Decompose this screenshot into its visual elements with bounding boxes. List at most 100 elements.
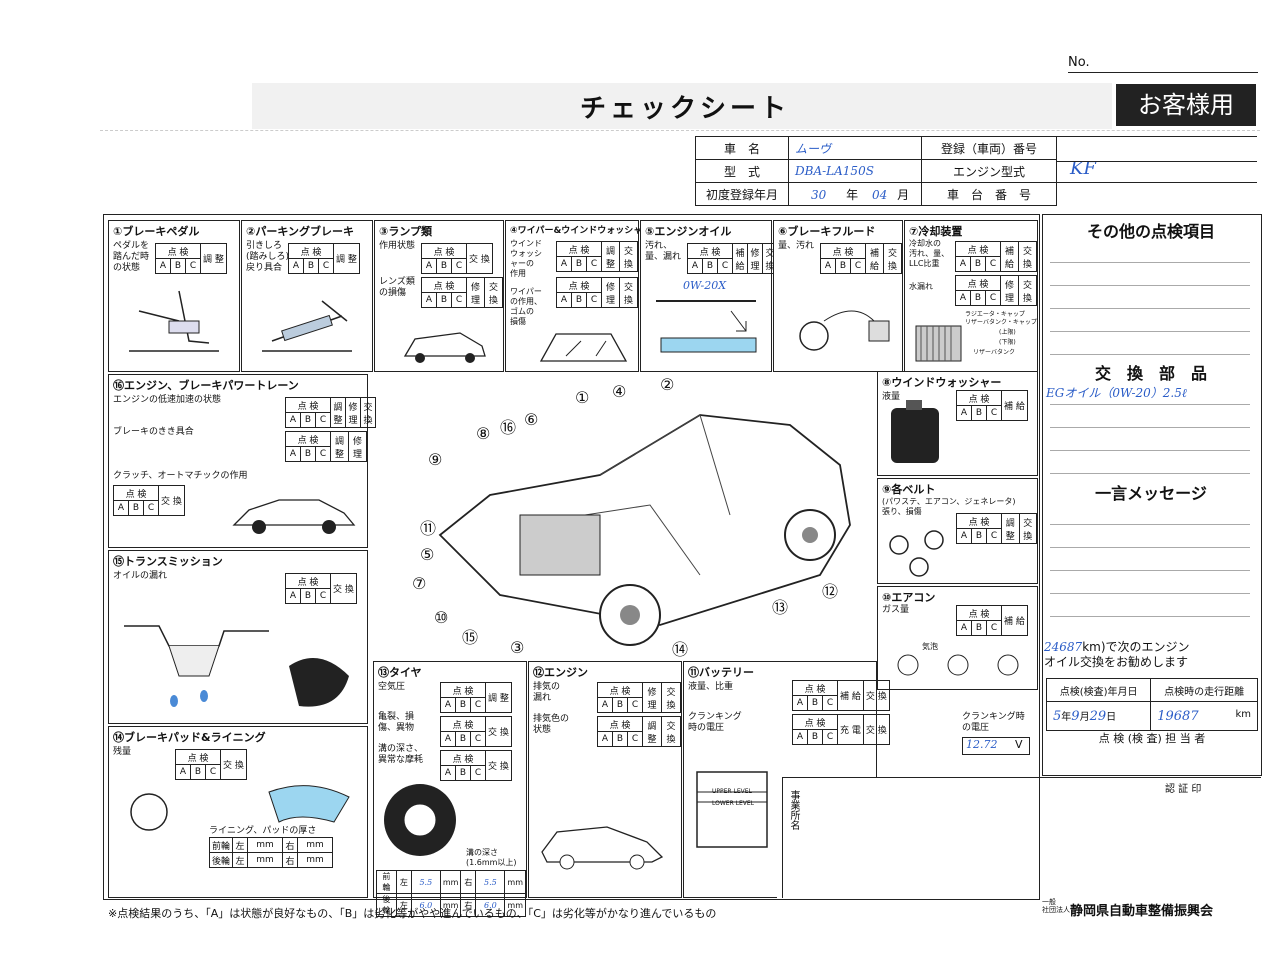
diagram-number: ⑯ (500, 418, 517, 437)
office-label: 事業所名 (788, 790, 799, 830)
reg-number-label: 登録（車両）番号 (921, 136, 1057, 160)
grade-a: A (556, 292, 572, 308)
mm-unit: mm (297, 837, 334, 853)
diagram-number: ① (575, 388, 590, 407)
tire-illustration (384, 784, 456, 856)
message-heading: 一言メッセージ (1095, 484, 1207, 503)
grade-a: A (285, 588, 301, 604)
grade-a: A (285, 446, 301, 462)
grade-b: B (300, 588, 316, 604)
diagram-number: ⑥ (524, 410, 539, 429)
section-title: ⑯エンジン、ブレーキパワートレーン (113, 379, 299, 392)
radiator-illustration (915, 325, 962, 362)
document-number-label: No. (1068, 55, 1090, 70)
next-oil-change: 24687km)で次のエンジン オイル交換をお勧めします (1044, 640, 1258, 670)
grid-header: 点 検 (285, 397, 331, 413)
grade-a: A (956, 620, 972, 636)
section-battery: ⑪バッテリー 液量、比重 クランキング 時の電圧 UPPER LEVEL LOW… (683, 661, 777, 898)
radiator-cap-label: ラジエータ・キャップ (965, 311, 1025, 318)
grade-b: B (303, 258, 319, 274)
grid-header: 交 換 (485, 716, 512, 747)
diagram-number: ⑤ (420, 545, 435, 564)
mm-unit: mm (439, 870, 462, 894)
grid-header: 点 検 (440, 716, 486, 732)
diagram-number: ⑬ (772, 598, 789, 617)
grid-header: 点 検 (421, 277, 467, 293)
header-rule (100, 130, 1260, 131)
grade-c: C (318, 258, 334, 274)
grade-c: C (986, 405, 1002, 421)
front-right-depth: 5.5 (475, 870, 506, 894)
crank-voltage-unit: V (1015, 738, 1023, 751)
grade-c: C (822, 695, 838, 711)
section-subtitle: ワイパー の作用、 ゴムの 損傷 (510, 287, 542, 326)
grade-a: A (556, 256, 572, 272)
office-area (782, 777, 1261, 898)
grid-header: 点 検 (955, 275, 1001, 291)
grid-header: 点 検 (597, 682, 643, 698)
mileage-label: 点検時の走行距離 (1150, 678, 1258, 702)
transmission-illustration (124, 625, 349, 707)
engine-type-label: エンジン型式 (921, 159, 1057, 183)
customer-badge: お客様用 (1116, 84, 1256, 126)
parts-heading: 交 換 部 品 (1094, 364, 1207, 383)
car-diagram (438, 414, 851, 646)
grid-header: 点 検 (556, 241, 602, 257)
front-label: 前輪 (208, 837, 234, 853)
grid-header: 交 換 (330, 573, 357, 604)
parking-brake-illustration (262, 300, 352, 352)
left-label: 左 (232, 852, 249, 868)
grade-a: A (820, 258, 836, 274)
bubble-label: 気泡 (922, 642, 938, 651)
diagram-number: ⑫ (822, 582, 839, 601)
grade-b: B (970, 290, 986, 306)
crank-voltage-label: クランキング時 の電圧 (962, 712, 1025, 733)
message-lines (1050, 502, 1250, 617)
grade-b: B (971, 405, 987, 421)
grade-b: B (300, 446, 316, 462)
grade-b: B (300, 412, 316, 428)
right-label: 右 (282, 837, 299, 853)
brake-pad-illustration (130, 785, 350, 831)
first-registration-value: 30 年 04 月 (788, 182, 922, 206)
grid-header: 交 換 (360, 397, 376, 428)
grade-c: C (586, 292, 602, 308)
grade-b: B (612, 731, 628, 747)
windshield-illustration (539, 333, 628, 362)
lower-label: (下限) (999, 339, 1016, 346)
section-title: ②パーキングブレーキ (246, 225, 354, 238)
section-subtitle: オイルの漏れ (113, 571, 168, 581)
upper-label: (上限) (999, 329, 1016, 336)
grade-a: A (597, 731, 613, 747)
grade-b: B (170, 258, 186, 274)
grid-header: 点 検 (285, 431, 331, 447)
grid-header: 点 検 (956, 605, 1002, 621)
section-title: ⑮トランスミッション (113, 555, 223, 568)
grade-a: A (955, 290, 971, 306)
front-label: 前輪 (376, 870, 397, 894)
section-title: ⑦冷却装置 (909, 225, 963, 238)
section-subtitle: 排気色の 状態 (533, 714, 570, 735)
diagram-number: ⑨ (428, 450, 443, 469)
date-label: 点検(検査)年月日 (1045, 678, 1152, 702)
grade-c: C (205, 764, 221, 780)
grid-header: 交 換 (862, 714, 890, 745)
section-engine-brake-powertrain: ⑯エンジン、ブレーキパワートレーン エンジンの低速加速の状態 ブレーキのきき具合… (108, 374, 376, 548)
grade-c: C (822, 729, 838, 745)
